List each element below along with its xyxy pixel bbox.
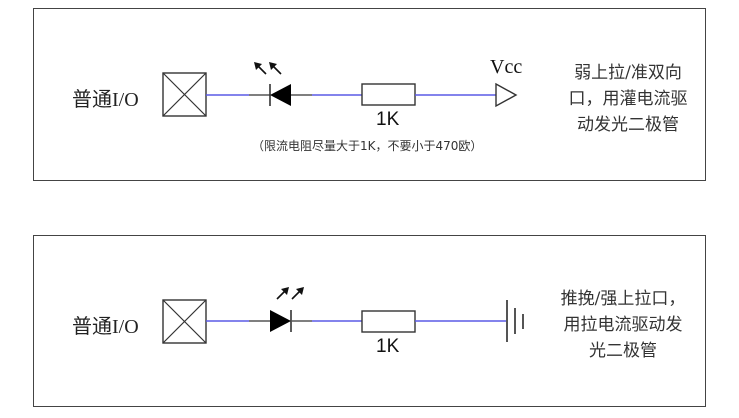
current-limit-note: （限流电阻尽量大于1K，不要小于470欧） [252,139,483,153]
io-label: 普通I/O [72,316,139,338]
description-line: 推挽/强上拉口， [560,289,686,309]
io-port-icon [162,72,207,117]
ground-icon [506,300,524,342]
bottom-circuit [162,287,524,344]
led-icon [270,287,304,332]
push-pull-description: 推挽/强上拉口， 用拉电流驱动发 光二极管 [553,286,693,364]
vcc-label: Vcc [490,56,523,78]
io-port-icon [162,299,207,344]
resistor-value-label: 1K [376,336,400,357]
description-line: 弱上拉/准双向 [574,63,682,83]
description-line: 光二极管 [589,341,657,361]
description-line: 动发光二极管 [577,115,679,135]
description-line: 口，用灌电流驱 [568,89,688,109]
light-emission-arrows-icon [276,287,304,300]
vcc-arrow-icon [495,82,518,108]
io-label: 普通I/O [72,89,139,111]
light-emission-arrows-icon [254,62,282,75]
resistor-value-label: 1K [376,109,400,130]
top-circuit [162,62,518,117]
weak-pullup-description: 弱上拉/准双向 口，用灌电流驱 动发光二极管 [558,60,698,138]
resistor-icon [361,310,416,333]
resistor-icon [361,83,416,106]
description-line: 用拉电流驱动发 [563,315,683,335]
led-icon [254,62,291,106]
